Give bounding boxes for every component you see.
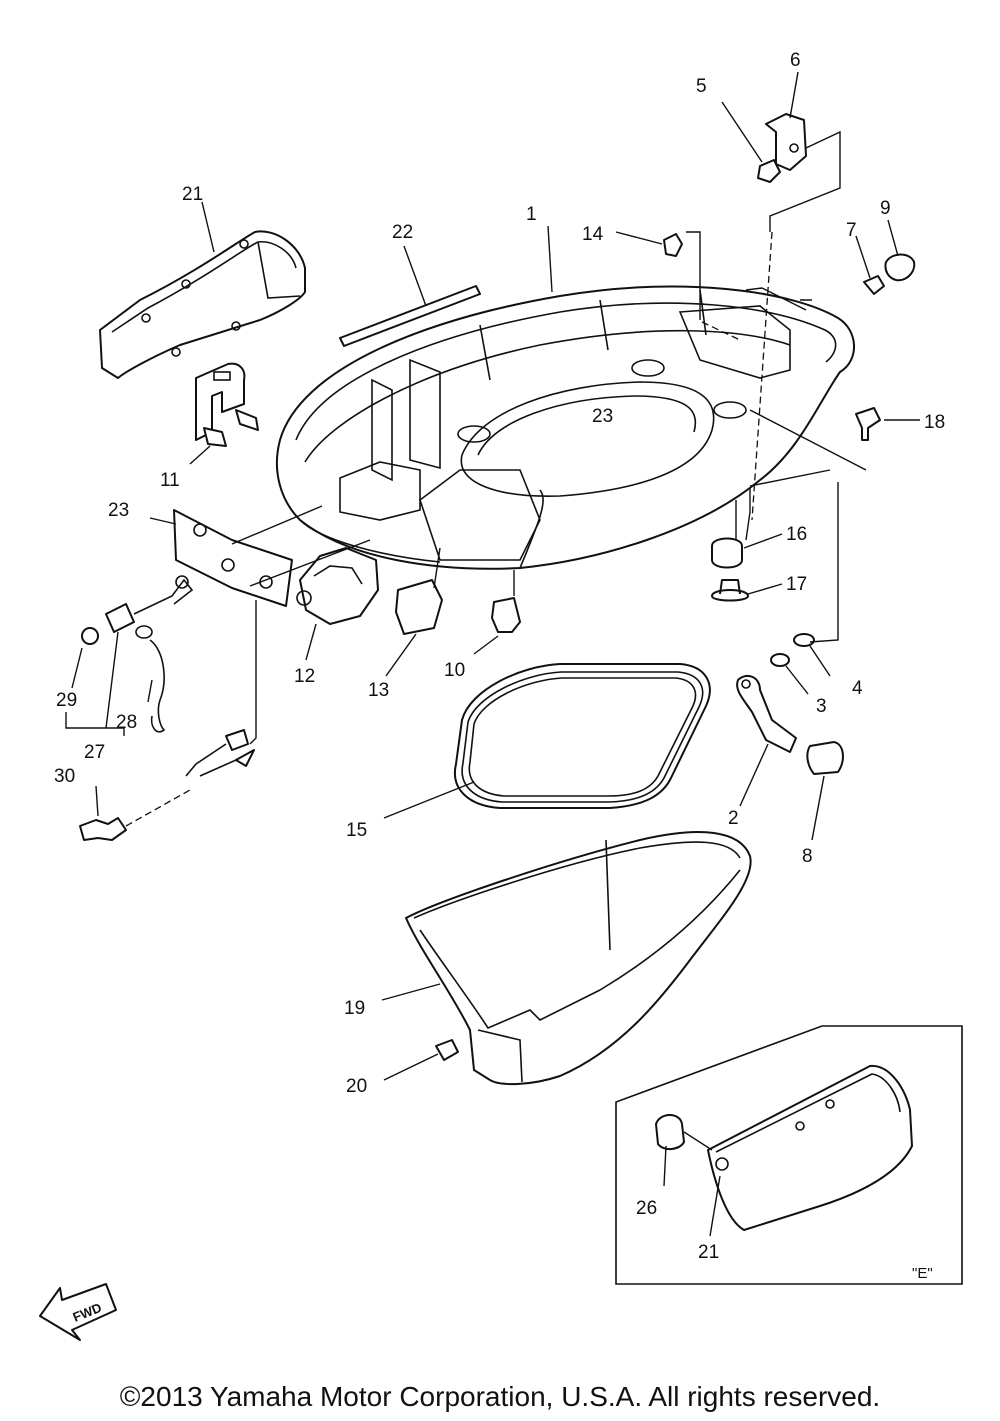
screw-20-part [435, 1039, 459, 1061]
inset-e-panel [615, 1025, 963, 1285]
callout-27: 27 [84, 742, 105, 763]
callout-20: 20 [346, 1076, 367, 1097]
callout-4: 4 [852, 678, 863, 699]
callout-8: 8 [802, 846, 813, 867]
callout-14: 14 [582, 224, 604, 245]
callout-19: 19 [344, 998, 365, 1019]
callout-23-center: 23 [592, 406, 613, 427]
callout-7: 7 [846, 220, 857, 241]
wire-lead-part [79, 729, 255, 841]
callout-11: 11 [160, 470, 180, 491]
nut-5-part [757, 159, 781, 183]
washer-3-part [770, 653, 790, 667]
callout-18: 18 [924, 412, 945, 433]
callout-6: 6 [790, 50, 801, 71]
callout-2: 2 [728, 808, 739, 829]
screw-14-part [663, 233, 683, 257]
side-cover-left-part [99, 230, 306, 379]
grommet-16-part [711, 537, 743, 569]
callout-21-top: 21 [182, 184, 203, 205]
fwd-arrow-icon [39, 1283, 117, 1341]
screw-7-part [863, 275, 885, 295]
callout-30: 30 [54, 766, 75, 787]
callout-29: 29 [56, 690, 77, 711]
callout-12: 12 [294, 666, 315, 687]
callout-9: 9 [880, 198, 891, 219]
drain-plug-part [491, 597, 521, 633]
cap-8-part [806, 741, 844, 775]
lever-part [736, 674, 797, 753]
leader-lines [65, 71, 920, 1237]
callout-15: 15 [346, 820, 367, 841]
grommet-part [296, 547, 379, 625]
washer-4-part [793, 633, 815, 647]
collar-17-part [711, 579, 749, 602]
callout-26: 26 [636, 1198, 657, 1219]
callout-13: 13 [368, 680, 389, 701]
seal-plate-part [173, 509, 293, 607]
bracket-part [195, 362, 259, 447]
callout-5: 5 [696, 76, 707, 97]
callout-3: 3 [816, 696, 827, 717]
callout-16: 16 [786, 524, 807, 545]
bottom-cowling-part [276, 285, 855, 570]
callout-28: 28 [116, 712, 137, 733]
weather-strip-part [339, 285, 481, 347]
bolt-18-part [855, 407, 881, 441]
callout-1: 1 [526, 204, 537, 225]
callout-22: 22 [392, 222, 413, 243]
kill-switch-part [81, 575, 194, 645]
clip-part [395, 579, 443, 635]
nut-9-part [884, 253, 916, 282]
callout-21-inset: 21 [698, 1242, 719, 1263]
lanyard-part [135, 625, 166, 733]
callout-labels: 1 2 3 4 5 6 7 8 9 10 11 12 13 14 15 16 1… [54, 50, 945, 1325]
lower-cover-part [405, 831, 752, 1086]
inset-tag: "E" [912, 1265, 933, 1282]
copyright-notice: ©2013 Yamaha Motor Corporation, U.S.A. A… [120, 1381, 880, 1412]
callout-23-left: 23 [108, 500, 129, 521]
plate-6-part [765, 113, 807, 171]
callout-17: 17 [786, 574, 807, 595]
callout-10: 10 [444, 660, 465, 681]
gasket-part [453, 663, 711, 809]
